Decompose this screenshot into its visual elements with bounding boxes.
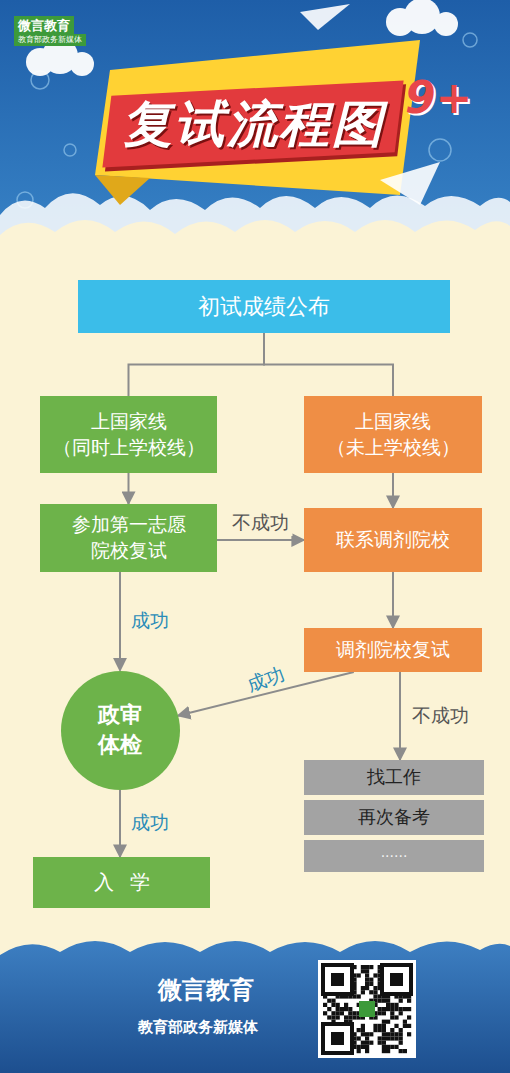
connector — [399, 672, 401, 760]
node-text: ······ — [381, 847, 408, 866]
start-box: 初试成绩公布 — [78, 280, 450, 333]
logo-text: 教育部政务新媒体 — [14, 34, 86, 46]
connector — [217, 539, 304, 541]
connector — [119, 790, 121, 858]
decor-number: 9+ — [405, 72, 472, 123]
edge-label: 不成功 — [229, 510, 292, 536]
title-text: 复试流程图 — [122, 91, 384, 158]
circle-shape — [61, 671, 180, 790]
process-box: 调剂院校复试 — [304, 628, 482, 672]
outcome-box: ······ — [304, 840, 484, 872]
process-box: 参加第一志愿 院校复试 — [40, 504, 217, 572]
connector — [392, 473, 394, 508]
node-text: 初试成绩公布 — [198, 292, 330, 322]
connector — [129, 333, 265, 396]
footer-text: 微言教育 — [158, 974, 254, 1006]
process-circle: 政审 体检 — [61, 671, 180, 790]
end-box: 入学 — [33, 857, 210, 908]
process-box: 上国家线 （未上学校线） — [304, 396, 482, 473]
edge-label: 成功 — [128, 608, 172, 634]
edge-label: 成功 — [241, 660, 291, 700]
node-text: 再次备考 — [358, 805, 430, 829]
node-text: 上国家线 （同时上学校线） — [47, 409, 210, 460]
title-banner: 复试流程图 — [102, 80, 403, 167]
outcome-box: 再次备考 — [304, 800, 484, 835]
node-text: 入学 — [78, 869, 166, 896]
connector — [119, 572, 121, 671]
node-text: 联系调剂院校 — [336, 527, 450, 553]
node-text: 参加第一志愿 院校复试 — [47, 512, 210, 563]
connector — [264, 333, 393, 396]
process-box: 联系调剂院校 — [304, 508, 482, 572]
logo-text: 微言教育 — [14, 16, 74, 35]
connector — [128, 473, 130, 504]
node-text: 政审 体检 — [78, 700, 162, 759]
process-box: 上国家线 （同时上学校线） — [40, 396, 217, 473]
footer-text: 教育部政务新媒体 — [138, 1018, 258, 1037]
edge-label: 不成功 — [409, 703, 472, 729]
edge-label: 成功 — [128, 810, 172, 836]
outcome-box: 找工作 — [304, 760, 484, 795]
connector — [392, 572, 394, 628]
node-text: 找工作 — [367, 765, 421, 789]
node-text: 调剂院校复试 — [336, 637, 450, 663]
node-text: 上国家线 （未上学校线） — [311, 409, 475, 460]
